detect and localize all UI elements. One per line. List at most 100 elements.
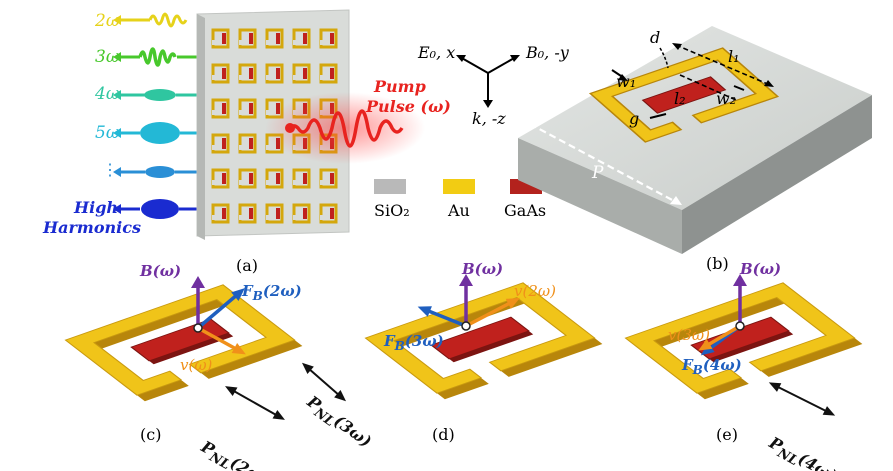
axis-b [487,56,517,74]
velocity-arrow [705,324,741,348]
l1-arrow-start [672,43,682,50]
polarization-arrowhead [768,382,782,392]
srr-cell-21 [238,168,257,189]
velocity-arrow [465,300,513,328]
pulse-3w [138,47,177,67]
harmonic-label-5w: 5ω [95,123,120,143]
gold-ring [624,282,856,394]
lorentz-force-arrowhead [231,288,245,301]
caption-c: (c) [140,425,161,444]
material-legend: SiO₂ Au GaAs [374,179,546,220]
high-harmonics-label-2: Harmonics [42,218,141,237]
polarization-arrowhead [334,390,347,402]
d-pointer [659,47,669,69]
harmonic-label-dots: ⋮ [102,160,118,179]
srr-cell-6 [238,63,257,84]
panel-d: B(ω) FB(3ω) v(2ω) PNL(3ω) (d) [300,260,603,454]
pulse-5w [140,122,180,144]
panel-a: 2ω 3ω 4ω 5ω ⋮ [42,9,451,275]
label-l1: l₁ [728,47,740,66]
axes-triad: E₀, x B₀, -y k, -z [417,43,570,128]
srr-cell-22 [265,168,284,189]
harmonic-row-3w: 3ω [95,47,200,67]
velocity-label: v(3ω) [668,326,710,344]
caption-d: (d) [432,425,455,444]
caption-e: (e) [716,425,738,444]
axis-b-label: B₀, -y [525,43,570,62]
srr-cell-7 [265,63,284,84]
label-l2: l₂ [674,89,686,108]
legend-label-gaas: GaAs [504,201,546,220]
arrowhead-high [113,204,121,214]
srr-cell-4 [319,28,338,49]
srr-3d-d [364,282,603,400]
lorentz-force-label: FB(4ω) [681,356,742,377]
srr-cell-3 [292,28,311,49]
srr-cell-10 [211,98,230,119]
sio2-slab-right [682,95,872,254]
srr-3d-c [64,284,303,402]
pulse-high [141,199,179,219]
metasurface-plate-edge [197,14,205,240]
velocity-label: v(ω) [180,356,213,374]
gold-ring [364,282,596,394]
polarization-label: PNL(2ω) [195,436,272,471]
arrowhead-3w [113,52,121,62]
b-field-arrowhead [191,276,205,288]
velocity-arrowhead [505,297,520,309]
velocity-label: v(2ω) [514,282,556,300]
srr-cell-24 [319,168,338,189]
arrowhead-dots [113,167,121,177]
srr-cell-11 [238,98,257,119]
polarization-arrow [231,389,279,417]
srr-cell-15 [211,133,230,154]
sio2-slab-left [518,138,682,254]
panel-b: l₁ d l₂ w₁ w₂ g P (b) [518,26,872,273]
l2-dim-line [679,74,737,101]
polarization-arrowhead [272,410,285,420]
panel-e: B(ω) FB(4ω) v(3ω) PNL(4ω) (e) [624,260,863,471]
pulse-2w [148,12,188,28]
srr-3d-e [624,282,863,400]
b-field-arrowhead [459,274,473,286]
polarization-arrow [307,367,341,397]
panel-c: B(ω)FB(2ω)v(ω)PNL(2ω)(c) [64,262,303,471]
srr-cell-27 [265,203,284,224]
harmonic-row-5w: 5ω [95,122,200,144]
charge-origin [461,321,471,331]
axis-b-head [510,55,520,62]
srr-cell-5 [211,63,230,84]
caption-b: (b) [706,254,729,273]
charge-origin [735,321,745,331]
polarization-label: PNL(3ω) [300,391,375,454]
pulse-4w [144,89,176,101]
legend-label-au: Au [447,201,470,220]
srr-cell-1 [238,28,257,49]
srr-cell-0 [211,28,230,49]
label-g: g [629,109,639,128]
lorentz-force-label: FB(3ω) [383,332,444,353]
label-p: P [591,163,604,183]
gold-ring [64,284,296,396]
arrowhead-4w [113,90,121,100]
srr-cell-28 [292,203,311,224]
b-field-label: B(ω) [461,260,503,278]
b-field-label: B(ω) [739,260,781,278]
caption-a: (a) [236,256,258,275]
charge-origin [193,323,203,333]
pump-pulse-wave [288,109,404,148]
legend-label-sio2: SiO₂ [374,201,410,220]
polarization-label: PNL(4ω) [763,432,840,471]
harmonic-label-4w: 4ω [94,84,120,104]
srr-cell-29 [319,203,338,224]
srr-cell-16 [238,133,257,154]
polarization-arrowhead [822,406,836,416]
srr-cell-20 [211,168,230,189]
w1-arrow-head [618,74,628,81]
srr-cell-23 [292,168,311,189]
p-dim-line [529,123,677,203]
harmonic-row-high: High Harmonics [42,198,200,237]
high-harmonics-label-1: High [73,198,118,217]
b-field-arrowhead [733,274,747,286]
srr-cell-9 [319,63,338,84]
